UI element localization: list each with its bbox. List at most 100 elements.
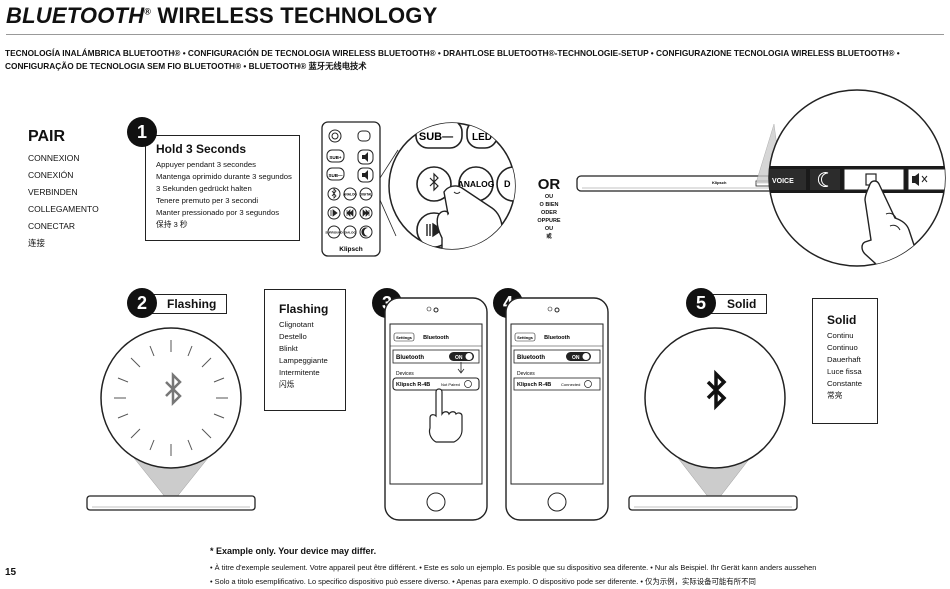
step2-line: 闪烁 [279,380,295,389]
hand-icon [861,180,918,266]
step1-line: Appuyer pendant 3 secondes [156,160,257,169]
toggle-knob [582,353,590,360]
flash-rays [114,340,228,456]
or-translation: O BIEN [539,202,559,208]
soundbar-flashing-illustration [86,327,256,511]
play-pause-icon [330,209,338,217]
dialog-button-small [343,225,357,239]
step5-line: 常亮 [827,391,843,400]
bluetooth-row-label: Bluetooth [517,355,545,361]
step2-heading: Flashing [279,302,329,316]
screen-title: Bluetooth [423,335,449,341]
fingernail [453,191,461,194]
step2-tag: Flashing [144,294,228,314]
pair-translations: CONNEXION CONEXIÓN VERBINDEN COLLEGAMENT… [28,150,99,252]
soundbar-body [86,495,256,511]
pair-translation: COLLEGAMENTO [28,204,99,214]
phone-step3: Settings Bluetooth Bluetooth ON Devices … [384,297,488,521]
sub-minus-button-small [326,167,345,181]
title-divider [6,34,944,35]
page-title: BLUETOOTH® WIRELESS TECHNOLOGY [6,3,437,29]
pair-translation: 连接 [28,238,46,248]
bluetooth-icon [165,371,182,407]
step1-line: Manter pressionado por 3 segundos [156,208,280,217]
skip-forward-icon [362,209,370,217]
volume-icon [362,152,368,162]
zoom-line [379,149,399,179]
step2-line: Destello [279,332,307,341]
bluetooth-row-label: Bluetooth [396,355,424,361]
surround-small-label: SURROUND [325,231,343,235]
dialog-small-label: DIALOG [344,231,356,235]
step5-heading: Solid [827,313,857,327]
toggle-label: ON [455,355,463,361]
device-name: Klipsch R-4B [517,382,551,388]
down-arrow-icon [457,362,465,374]
analog-small-label: ANALOG [343,193,357,197]
settings-back-label: Settings [517,335,534,340]
phone-sensor [426,306,432,312]
chevron-right-icon [584,380,592,388]
pair-translation: VERBINDEN [28,187,78,197]
soundbar-body [576,175,788,192]
sub-plus-label: SUB+ [329,155,342,160]
step1-instruction-box: Hold 3 Seconds Appuyer pendant 3 seconde… [145,135,300,241]
step2-line: Blinkt [279,344,298,353]
voice-panel [769,169,806,190]
digital-button-small [359,187,373,201]
example-note: * Example only. Your device may differ. [210,546,377,556]
surround-button-small [327,225,341,239]
power-icon [328,129,342,143]
phone-home-button [547,492,567,512]
mute-panel [907,168,945,191]
pair-heading: PAIR [28,128,66,145]
moon-icon [817,172,829,187]
device-row [513,377,601,391]
device-status: Connected [561,382,580,387]
screen-title: Bluetooth [544,335,570,341]
step5-tag: Solid [704,294,768,314]
step1-line: Mantenga oprimido durante 3 segundos [156,172,292,181]
phone-sensor [547,306,553,312]
step1-line: 保持 3 秒 [156,220,188,229]
or-separator: OR OU O BIEN ODER OPPURE OU 或 [532,176,566,241]
bluetooth-icon [429,172,439,192]
soundbar-solid-illustration [628,327,798,511]
sub-minus-zoom-label: SUB— [419,131,453,143]
night-panel [810,169,840,190]
digital-zoom-label: D [504,179,511,189]
step5-line: Dauerhaft [827,355,861,364]
title-brand: BLUETOOTH [6,3,145,28]
power-icon-glyph [331,132,339,140]
step2-number: 2 [127,288,157,318]
devices-label: Devices [517,371,535,377]
soundbar-top-illustration: Klipsch VOICE [576,89,946,267]
phone-camera [554,307,560,313]
mute-cross [921,175,928,183]
soundbar-brand: Klipsch [712,180,727,185]
hand-knuckles [885,212,901,231]
phone-camera [433,307,439,313]
settings-back-button [514,332,536,342]
soundbar-body [628,495,798,511]
or-translation: OU [544,226,554,232]
mute-button-small [357,130,371,142]
moon-icon [361,227,368,237]
step5-line: Continuo [827,343,858,352]
or-translation: OU [544,194,554,200]
toggle-knob [465,353,473,360]
pair-translation: CONEXIÓN [28,170,74,180]
translated-titles-line2: CONFIGURAÇÃO DE TECNOLOGIA SEM FIO BLUET… [5,61,367,71]
devices-label: Devices [396,371,414,377]
step5-line: Constante [827,379,863,388]
sub-plus-button-small [326,149,345,163]
pair-translation: CONNEXION [28,153,80,163]
page-number: 15 [5,567,17,578]
or-translation: OPPURE [537,218,561,224]
sub-minus-label: SUB— [328,173,343,178]
analog-button-small [343,187,357,201]
step2-line: Clignotant [279,320,314,329]
step5-number: 5 [686,288,716,318]
step1-line: Tenere premuto per 3 secondi [156,196,259,205]
voice-label: VOICE [772,178,794,185]
